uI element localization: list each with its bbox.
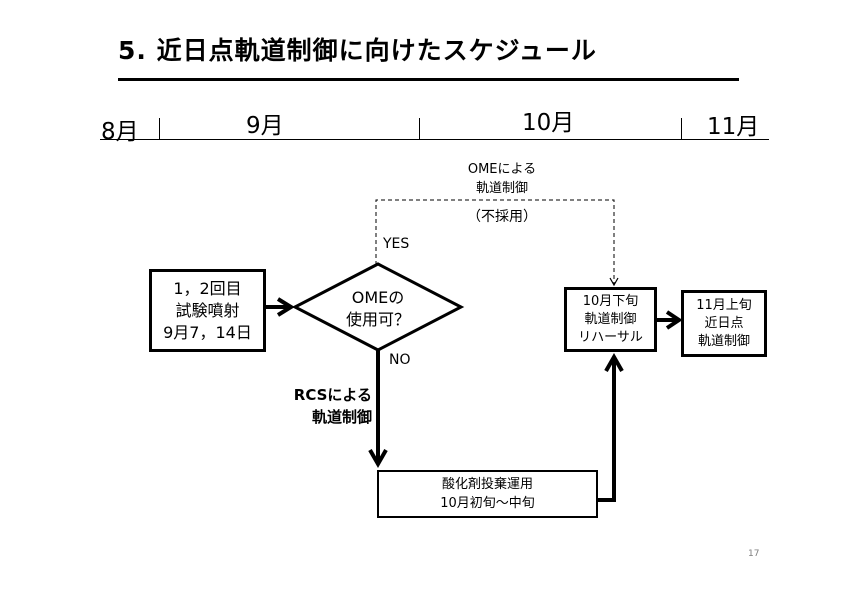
timeline-month-aug: 8月 bbox=[101, 119, 139, 145]
firm-burn-box: 1，2回目 試験噴射 9月7，14日 bbox=[149, 269, 266, 352]
timeline-month-sep: 9月 bbox=[246, 113, 284, 139]
perihelion-box: 11月上旬 近日点 軌道制御 bbox=[681, 290, 767, 357]
perihelion-line: 11月上旬 bbox=[696, 297, 752, 313]
ome-label-line: 軌道制御 bbox=[475, 181, 528, 196]
not-adopted-label: （不採用） bbox=[467, 209, 537, 225]
rehearsal-box: 10月下旬 軌道制御 リハーサル bbox=[564, 287, 657, 352]
rcs-label-line: 軌道制御 bbox=[311, 408, 372, 426]
oxidizer-line: 10月初旬～中旬 bbox=[440, 496, 535, 511]
yes-label: YES bbox=[383, 236, 410, 252]
timeline-tick bbox=[681, 118, 682, 140]
perihelion-line: 近日点 bbox=[704, 315, 744, 331]
decision-line: 使用可？ bbox=[345, 310, 410, 329]
ome-label: OMEによる 軌道制御 bbox=[442, 160, 562, 198]
perihelion-line: 軌道制御 bbox=[697, 333, 750, 349]
ome-dashed-path bbox=[375, 199, 619, 287]
ome-label-line: OMEによる bbox=[467, 162, 537, 177]
rcs-label: RCSによる 軌道制御 bbox=[262, 384, 372, 428]
page-title: 5. 近日点軌道制御に向けたスケジュール bbox=[118, 36, 597, 65]
oxidizer-dump-box: 酸化剤投棄運用 10月初旬～中旬 bbox=[377, 470, 598, 518]
oxidizer-line: 酸化剤投棄運用 bbox=[441, 477, 533, 492]
rehearsal-line: 10月下旬 bbox=[582, 293, 639, 309]
firm-burn-line: 1，2回目 bbox=[173, 278, 242, 298]
timeline-month-nov: 11月 bbox=[707, 114, 760, 140]
decision-line: OMEの bbox=[351, 288, 405, 307]
rehearsal-line: 軌道制御 bbox=[584, 311, 637, 327]
rehearsal-line: リハーサル bbox=[578, 329, 643, 345]
page-number: 17 bbox=[748, 549, 760, 559]
timeline-month-oct: 10月 bbox=[522, 110, 575, 136]
no-label: NO bbox=[389, 352, 411, 368]
timeline-axis bbox=[100, 139, 769, 140]
timeline-tick bbox=[419, 118, 420, 140]
timeline-tick bbox=[159, 118, 160, 140]
firm-burn-line: 試験噴射 bbox=[175, 300, 240, 320]
title-underline bbox=[118, 78, 739, 81]
rcs-label-line: RCSによる bbox=[293, 386, 372, 404]
decision-text: OMEの 使用可？ bbox=[328, 287, 428, 331]
firm-burn-line: 9月7，14日 bbox=[163, 322, 252, 342]
